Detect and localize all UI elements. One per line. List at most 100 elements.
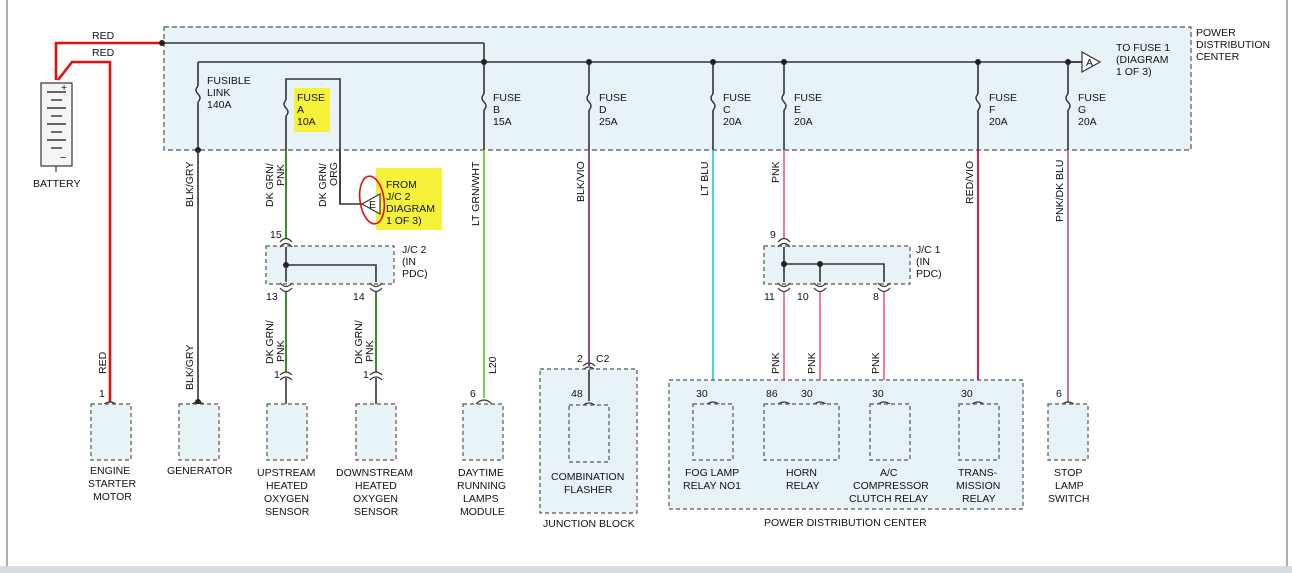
drl-conn [475, 399, 493, 405]
pin-14: 14 [353, 291, 365, 303]
drl-label-2: RUNNING [457, 480, 506, 492]
horn-relay [763, 403, 840, 461]
from-jc2-4: 1 OF 3) [386, 215, 422, 227]
fuse-e-symbol [781, 93, 787, 111]
o2-down-connb [369, 376, 383, 381]
from-jc2-1: FROM [386, 179, 417, 191]
jc1-bus [783, 247, 885, 282]
o2-down-conn [369, 371, 383, 376]
fuse-e-label-1: FUSE [794, 92, 822, 104]
wire-label-blkgry-low: BLK/GRY [184, 345, 196, 390]
o2-up-conn [279, 371, 293, 376]
pdc-title-1: POWER [1196, 27, 1236, 39]
pin-6b: 6 [1056, 388, 1062, 400]
fuse-g-label-2: G [1078, 104, 1086, 116]
fuse-g-label-1: FUSE [1078, 92, 1106, 104]
wire-label-dkgrnorg-2: ORG [328, 162, 340, 186]
wire-label-pnk-top: PNK [770, 161, 782, 183]
up-label-2: HEATED [266, 480, 308, 492]
connector-e-arrow [360, 192, 381, 216]
ac-label-3: CLUTCH RELAY [849, 493, 928, 505]
fuse-b-symbol [481, 93, 487, 111]
connector-e-label: E [369, 199, 376, 211]
fuse-b-label-3: 15A [493, 116, 512, 128]
engine-starter-motor [90, 403, 132, 461]
up-label-3: OXYGEN [264, 493, 309, 505]
jc1-box [763, 245, 911, 285]
fuse-d-dot [586, 59, 592, 65]
pin-1b: 1 [274, 369, 280, 381]
fusible-label-1: FUSIBLE [207, 75, 251, 87]
wire-label-ltgrnwht: LT GRN/WHT [470, 161, 482, 226]
fog-label-2: RELAY NO1 [683, 480, 741, 492]
fuse-c-label-3: 20A [723, 116, 742, 128]
wire-label-ltblu: LT BLU [699, 161, 711, 196]
to-fuse1-3: 1 OF 3) [1116, 66, 1152, 78]
jc1-pin8 [877, 282, 891, 288]
fuse-d-label-2: D [599, 104, 607, 116]
trans-label-1: TRANS- [958, 467, 998, 479]
flasher-label-2: FLASHER [564, 484, 613, 496]
fusible-label-3: 140A [207, 99, 232, 111]
battery-label: BATTERY [33, 178, 80, 190]
pdc-title-3: CENTER [1196, 51, 1240, 63]
up-label-1: UPSTREAM [257, 467, 315, 479]
drl-label-4: MODULE [460, 506, 505, 518]
wire-label-blkvio: BLK/VIO [575, 161, 587, 202]
c2-connb [582, 362, 596, 367]
wire-label-dkgrnorg-1: DK GRN/ [317, 163, 329, 207]
up-label-4: SENSOR [265, 506, 310, 518]
wire-label-dkgrnpnk-l2-2: PNK [364, 340, 376, 362]
wire-label-pnk-l1: PNK [770, 352, 782, 374]
jc1-pin11b [777, 287, 791, 293]
red-cable-to-starter [56, 60, 112, 402]
fuse-e-dot [781, 59, 787, 65]
wire-label-red-low: RED [97, 351, 109, 374]
pin-30b: 30 [801, 388, 813, 400]
wire-label-pnkdkblu: PNK/DK BLU [1054, 160, 1066, 222]
fuse-d-label-3: 25A [599, 116, 618, 128]
jc2-label-1: J/C 2 [402, 244, 427, 256]
down-label-4: SENSOR [354, 506, 399, 518]
drl-label-3: LAMPS [463, 493, 499, 505]
fuse-e-label-3: 20A [794, 116, 813, 128]
jc1-dot-2 [817, 261, 823, 267]
pin-1c: 1 [363, 369, 369, 381]
fog-label-1: FOG LAMP [685, 467, 739, 479]
pdc-bottom-label: POWER DISTRIBUTION CENTER [764, 517, 927, 529]
fusible-link-symbol [195, 85, 201, 103]
pin-2: 2 [577, 353, 583, 365]
fuse-a-feed [285, 78, 362, 205]
jc1-pin10b [813, 287, 827, 293]
pin-15: 15 [270, 229, 282, 241]
wire-label-dkgrnpnk-top-1: DK GRN/ [264, 163, 276, 207]
wire-label-redvio: RED/VIO [964, 161, 976, 204]
from-jc2-3: DIAGRAM [386, 203, 435, 215]
pin-30c: 30 [872, 388, 884, 400]
jc1-label-1: J/C 1 [916, 244, 941, 256]
fuse-c-label-2: C [723, 104, 731, 116]
fuse-a-highlight [294, 88, 330, 132]
jc1-label-2: (IN [916, 256, 930, 268]
bottom-strip [0, 566, 1292, 573]
stop-label-1: STOP [1054, 467, 1082, 479]
stop-label-2: LAMP [1055, 480, 1084, 492]
jc2-label-3: PDC) [402, 268, 428, 280]
fuse-f-dot [975, 59, 981, 65]
jc1-pin11 [777, 282, 791, 288]
starter-label-1: ENGINE [90, 465, 130, 477]
jc2-pin15b [279, 242, 293, 248]
wire-label-dkgrnpnk-l2-1: DK GRN/ [353, 320, 365, 364]
fuse-g-symbol [1065, 93, 1071, 111]
o2-up-connb [279, 376, 293, 381]
daytime-running-lamps-module [462, 403, 504, 461]
fuse-a-label-2: A [297, 104, 304, 116]
generator-label: GENERATOR [167, 465, 233, 477]
battery-minus: − [60, 152, 66, 164]
stop-lamp-switch [1047, 403, 1089, 461]
fusible-label-2: LINK [207, 87, 230, 99]
fuse-d-symbol [586, 93, 592, 111]
fuse-c-label-1: FUSE [723, 92, 751, 104]
connector-a-arrow [1081, 50, 1102, 74]
horn-label-1: HORN [786, 467, 817, 479]
